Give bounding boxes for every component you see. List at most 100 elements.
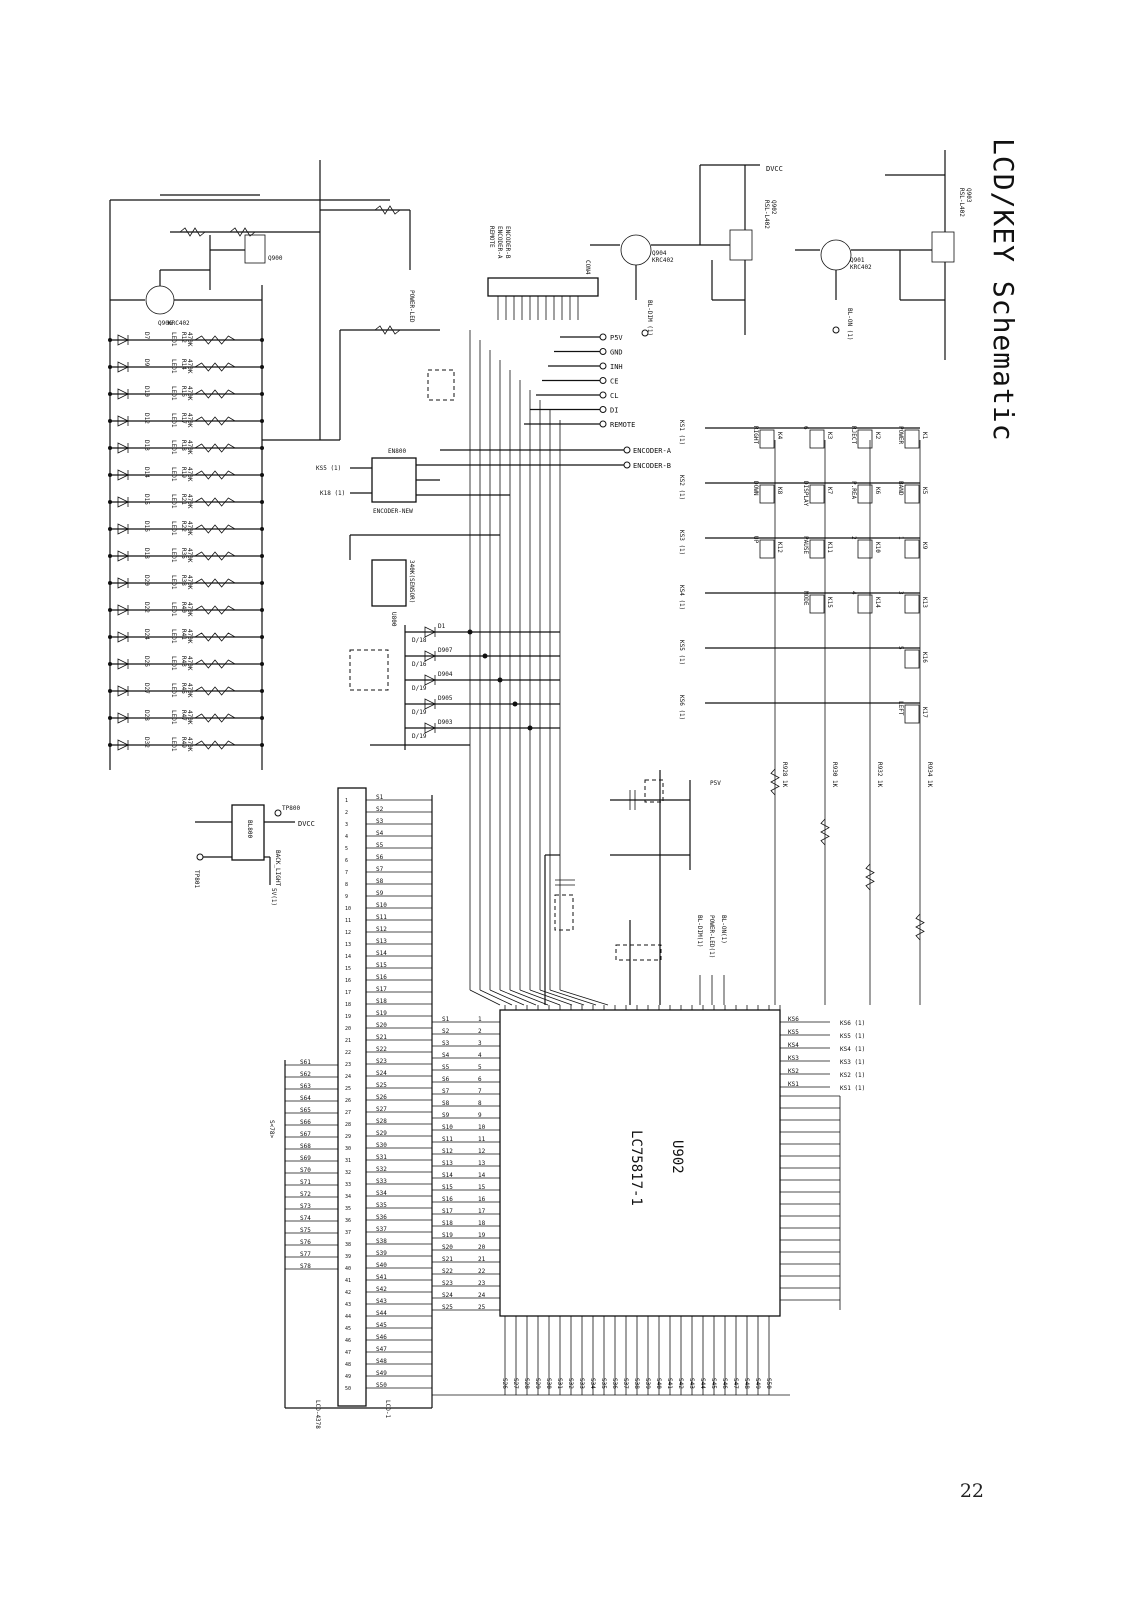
lcd-seg-pin: S13 xyxy=(376,938,387,945)
ic-left-pin: S9 xyxy=(442,1112,450,1119)
lcd-com-pin: S74 xyxy=(300,1215,311,1222)
lcd-seg-pin: S23 xyxy=(376,1058,387,1065)
led-resistor-ref: R38 xyxy=(180,575,187,586)
led-resistor-value: 470K xyxy=(186,737,193,752)
junction-dot xyxy=(108,689,112,693)
ic-top-net: POWER-LED(1) xyxy=(708,915,715,958)
led-resistor-value: 470K xyxy=(186,710,193,725)
lcd-com-pin: S70 xyxy=(300,1167,311,1174)
ic-right-net: KS2 (1) xyxy=(840,1072,865,1079)
junction-dot xyxy=(108,365,112,369)
lcd-seg-num: 41 xyxy=(345,1278,351,1284)
resistor-symbol xyxy=(770,768,780,796)
scan-label: KS5 (1) xyxy=(678,640,685,665)
ic-right-pin: KS6 xyxy=(788,1016,799,1023)
scan-label: KS3 (1) xyxy=(678,530,685,555)
con4-pin-label: ENCODER-B xyxy=(504,226,511,259)
lcd-seg-num: 3 xyxy=(345,822,348,828)
lcd-com-pin: S75 xyxy=(300,1227,311,1234)
led-ref: D27 xyxy=(143,683,150,694)
ic-right-pin: KS5 xyxy=(788,1029,799,1036)
led-ref: D18 xyxy=(143,548,150,559)
bus-line xyxy=(479,989,513,1006)
lcd-seg-num: 11 xyxy=(345,918,351,924)
sensor-label: 340K(SENSOR) xyxy=(408,560,415,603)
lcd-seg-num: 20 xyxy=(345,1026,351,1032)
led-resistor-ref: R16 xyxy=(180,386,187,397)
ic-left-num: 22 xyxy=(478,1268,486,1275)
lcd-seg-pin: S46 xyxy=(376,1334,387,1341)
ic-bottom-pin: S32 xyxy=(567,1378,574,1389)
resistor-symbol xyxy=(194,416,236,426)
lcd-seg-pin: S14 xyxy=(376,950,387,957)
led-resistor-value: 470K xyxy=(186,440,193,455)
ic-left-num: 18 xyxy=(478,1220,486,1227)
signal-terminal xyxy=(599,406,607,413)
ic-bottom-pin: S44 xyxy=(699,1378,706,1389)
lcd-seg-num: 25 xyxy=(345,1086,351,1092)
ic-left-num: 25 xyxy=(478,1304,486,1311)
led-resistor-value: 470K xyxy=(186,386,193,401)
tp800: TP800 xyxy=(282,805,300,812)
lcd-seg-num: 50 xyxy=(345,1386,351,1392)
lcd-seg-num: 14 xyxy=(345,954,351,960)
junction-dot xyxy=(260,527,264,531)
led-part: LED1 xyxy=(170,521,177,536)
lcd-seg-pin: S8 xyxy=(376,878,384,885)
scan-label: KS1 (1) xyxy=(678,420,685,445)
led-ref: D24 xyxy=(143,629,150,640)
led-resistor-ref: R49 xyxy=(180,737,187,748)
lcd-com-pin: S78 xyxy=(300,1263,311,1270)
key-ref: K16 xyxy=(921,652,928,663)
lcd-seg-num: 33 xyxy=(345,1182,351,1188)
lcd-seg-pin: S7 xyxy=(376,866,384,873)
junction-dot xyxy=(260,419,264,423)
lcd-com-pin: S68 xyxy=(300,1143,311,1150)
lcd-seg-pin: S45 xyxy=(376,1322,387,1329)
signal-terminal xyxy=(599,391,607,399)
lcd-seg-num: 24 xyxy=(345,1074,351,1080)
lcd-seg-pin: S43 xyxy=(376,1298,387,1305)
ic-left-num: 4 xyxy=(478,1052,482,1059)
led-resistor-ref: R45 xyxy=(180,683,187,694)
led-part: LED1 xyxy=(170,710,177,725)
diode-ref: D905 xyxy=(438,695,453,702)
led-symbol xyxy=(117,388,129,400)
scan-label: KS6 (1) xyxy=(678,695,685,720)
ic-left-num: 11 xyxy=(478,1136,486,1143)
diode-part: D/16 xyxy=(412,661,427,668)
ic-left-pin: S22 xyxy=(442,1268,453,1275)
led-ref: D26 xyxy=(143,656,150,667)
led-resistor-value: 470K xyxy=(186,548,193,563)
lcd-com-pin: S71 xyxy=(300,1179,311,1186)
resistor-symbol xyxy=(820,818,830,846)
lcd-seg-num: 30 xyxy=(345,1146,351,1152)
junction-dot xyxy=(260,365,264,369)
junction-dot xyxy=(108,716,112,720)
lcd-seg-pin: S21 xyxy=(376,1034,387,1041)
lcd-seg-num: 36 xyxy=(345,1218,351,1224)
lcd-seg-num: 16 xyxy=(345,978,351,984)
diode-part: D/19 xyxy=(412,709,427,716)
lcd-seg-pin: S5 xyxy=(376,842,384,849)
led-resistor-value: 470K xyxy=(186,656,193,671)
ic-bottom-pin: S41 xyxy=(666,1378,673,1389)
ic-bottom-pin: S49 xyxy=(754,1378,761,1389)
junction-dot xyxy=(108,554,112,558)
lcd-seg-num: 32 xyxy=(345,1170,351,1176)
lcd-com-pin: S76 xyxy=(300,1239,311,1246)
ic-left-num: 13 xyxy=(478,1160,486,1167)
key-label: BAND xyxy=(897,481,904,496)
ic-left-pin: S13 xyxy=(442,1160,453,1167)
led-part: LED1 xyxy=(170,548,177,563)
ic-left-pin: S17 xyxy=(442,1208,453,1215)
ic-left-num: 19 xyxy=(478,1232,486,1239)
lcd-seg-num: 2 xyxy=(345,810,348,816)
signal-label: CL xyxy=(610,392,618,400)
lcd-seg-num: 26 xyxy=(345,1098,351,1104)
key-ref: K2 xyxy=(874,432,881,440)
pull-down-label: R934 1K xyxy=(926,762,933,788)
q906-part: KRC402 xyxy=(168,320,190,327)
lcd-panel: S11S22S33S44S55S66S77S88S99S1010S1111S12… xyxy=(268,787,433,1429)
ic-right-net: KS4 (1) xyxy=(840,1046,865,1053)
